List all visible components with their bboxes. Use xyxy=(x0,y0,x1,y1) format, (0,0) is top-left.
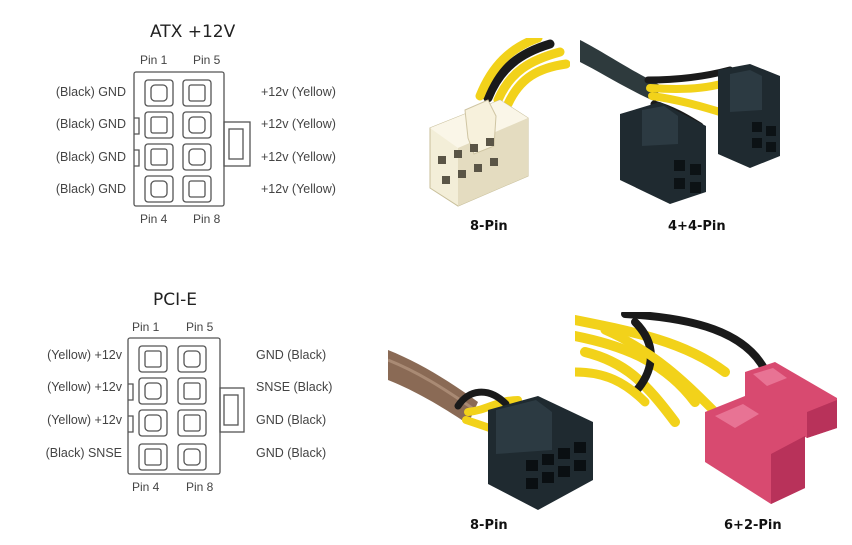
atx-pin-8-label: Pin 8 xyxy=(193,212,221,226)
atx-left-label-4: (Black) GND xyxy=(55,182,126,196)
pcie-right-label-2: SNSE (Black) xyxy=(256,380,333,394)
pcie-right-label-4: GND (Black) xyxy=(256,446,327,460)
pcie-pin-8-label: Pin 8 xyxy=(186,480,214,494)
atx-right-label-1: +12v (Yellow) xyxy=(261,85,336,99)
atx-pin-1-label: Pin 1 xyxy=(140,53,168,67)
atx-4plus4-connector-photo xyxy=(580,40,780,204)
atx-4plus4-caption: 4+4-Pin xyxy=(668,219,726,234)
pcie-right-label-1: GND (Black) xyxy=(256,348,327,362)
atx-right-label-4: +12v (Yellow) xyxy=(261,182,336,196)
atx-pin-4-label: Pin 4 xyxy=(140,212,168,226)
pcie-left-label-1: (Yellow) +12v xyxy=(47,348,122,362)
pcie-right-label-3: GND (Black) xyxy=(256,413,327,427)
pcie-6plus2-connector-photo xyxy=(575,312,837,504)
pcie-8pin-connector-photo xyxy=(388,350,593,510)
atx-left-label-3: (Black) GND xyxy=(55,150,126,164)
atx-right-label-2: +12v (Yellow) xyxy=(261,117,336,131)
pcie-pin-1-label: Pin 1 xyxy=(132,320,160,334)
atx-connector-outline xyxy=(128,68,256,210)
pcie-6plus2-caption: 6+2-Pin xyxy=(724,518,782,533)
pcie-left-label-3: (Yellow) +12v xyxy=(47,413,122,427)
atx-left-label-1: (Black) GND xyxy=(55,85,126,99)
atx-pin-5-label: Pin 5 xyxy=(193,53,221,67)
pcie-connector-outline xyxy=(122,334,252,478)
atx-title: ATX +12V xyxy=(150,22,236,42)
atx-right-label-3: +12v (Yellow) xyxy=(261,150,336,164)
atx-left-label-2: (Black) GND xyxy=(55,117,126,131)
pcie-8pin-caption: 8-Pin xyxy=(470,518,508,533)
pcie-pin-5-label: Pin 5 xyxy=(186,320,214,334)
atx-8pin-caption: 8-Pin xyxy=(470,219,508,234)
atx-8pin-connector-photo xyxy=(429,38,570,207)
pcie-pin-4-label: Pin 4 xyxy=(132,480,160,494)
pcie-left-label-2: (Yellow) +12v xyxy=(47,380,122,394)
pcie-title: PCI-E xyxy=(153,290,198,310)
pcie-left-label-4: (Black) SNSE xyxy=(45,446,122,460)
